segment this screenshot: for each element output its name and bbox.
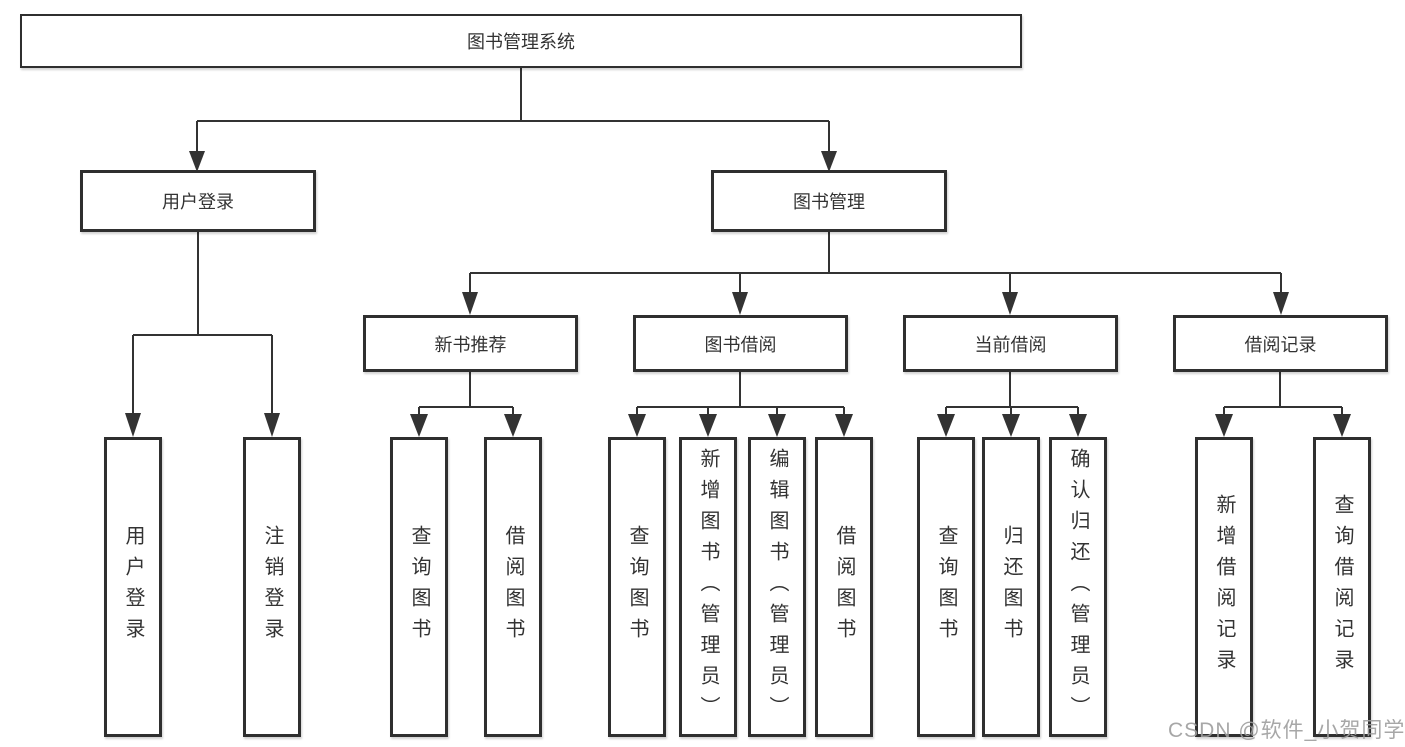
arrow-down-icon (264, 413, 280, 437)
node-user-login: 用户登录 (80, 170, 316, 232)
arrow-down-icon (699, 414, 717, 437)
arrow-down-icon (462, 292, 478, 315)
leaf-borrow-edit-books-admin: 编辑图书（管理员） (748, 437, 806, 737)
arrow-down-icon (1002, 414, 1020, 437)
leaf-current-query-books: 查询图书 (917, 437, 975, 737)
node-borrow-records-label: 借阅记录 (1244, 334, 1317, 355)
leaf-borrow-add-books-admin: 新增图书（管理员） (679, 437, 737, 737)
node-current-borrow-label: 当前借阅 (974, 334, 1047, 355)
leaf-logout-label: 注销登录 (261, 525, 283, 649)
leaf-records-add-record-label: 新增借阅记录 (1213, 494, 1235, 680)
arrow-down-icon (1215, 414, 1233, 437)
leaf-recommend-query-books-label: 查询图书 (408, 525, 430, 649)
leaf-recommend-borrow-books-label: 借阅图书 (502, 525, 524, 649)
arrow-down-icon (410, 414, 428, 437)
node-library-system-label: 图书管理系统 (467, 32, 575, 52)
arrow-down-icon (937, 414, 955, 437)
node-user-login-label: 用户登录 (162, 192, 234, 212)
leaf-records-query-record: 查询借阅记录 (1313, 437, 1371, 737)
arrow-down-icon (1273, 292, 1289, 315)
node-current-borrow: 当前借阅 (903, 315, 1118, 372)
leaf-borrow-query-books: 查询图书 (608, 437, 666, 737)
leaf-borrow-borrow-books-label: 借阅图书 (833, 525, 855, 649)
leaf-borrow-borrow-books: 借阅图书 (815, 437, 873, 737)
arrow-down-icon (125, 413, 141, 437)
node-new-book-recommend: 新书推荐 (363, 315, 578, 372)
arrow-down-icon (1002, 292, 1018, 315)
arrow-down-icon (821, 151, 837, 172)
leaf-recommend-query-books: 查询图书 (390, 437, 448, 737)
arrow-down-icon (768, 414, 786, 437)
node-borrow-records: 借阅记录 (1173, 315, 1388, 372)
csdn-watermark: CSDN @软件_小贺同学 (1168, 719, 1405, 742)
leaf-records-query-record-label: 查询借阅记录 (1331, 494, 1353, 680)
leaf-current-query-books-label: 查询图书 (935, 525, 957, 649)
node-book-management: 图书管理 (711, 170, 947, 232)
leaf-user-login: 用户登录 (104, 437, 162, 737)
leaf-borrow-query-books-label: 查询图书 (626, 525, 648, 649)
leaf-current-confirm-return-admin: 确认归还（管理员） (1049, 437, 1107, 737)
node-library-system: 图书管理系统 (20, 14, 1022, 68)
arrow-down-icon (504, 414, 522, 437)
arrow-down-icon (732, 292, 748, 315)
leaf-current-return-books-label: 归还图书 (1000, 525, 1022, 649)
arrow-down-icon (1069, 414, 1087, 437)
arrow-down-icon (1333, 414, 1351, 437)
leaf-user-login-label: 用户登录 (122, 525, 144, 649)
arrow-down-icon (189, 151, 205, 172)
node-book-borrow-label: 图书借阅 (704, 334, 777, 355)
arrowhead-icons (125, 151, 1351, 437)
node-book-borrow: 图书借阅 (633, 315, 848, 372)
leaf-current-return-books: 归还图书 (982, 437, 1040, 737)
node-new-book-recommend-label: 新书推荐 (434, 334, 507, 355)
leaf-logout: 注销登录 (243, 437, 301, 737)
node-book-management-label: 图书管理 (793, 192, 865, 212)
leaf-borrow-add-books-admin-label: 新增图书（管理员） (697, 447, 719, 727)
arrow-down-icon (835, 414, 853, 437)
leaf-current-confirm-return-admin-label: 确认归还（管理员） (1067, 447, 1089, 727)
leaf-borrow-edit-books-admin-label: 编辑图书（管理员） (766, 447, 788, 727)
leaf-records-add-record: 新增借阅记录 (1195, 437, 1253, 737)
leaf-recommend-borrow-books: 借阅图书 (484, 437, 542, 737)
arrow-down-icon (628, 414, 646, 437)
